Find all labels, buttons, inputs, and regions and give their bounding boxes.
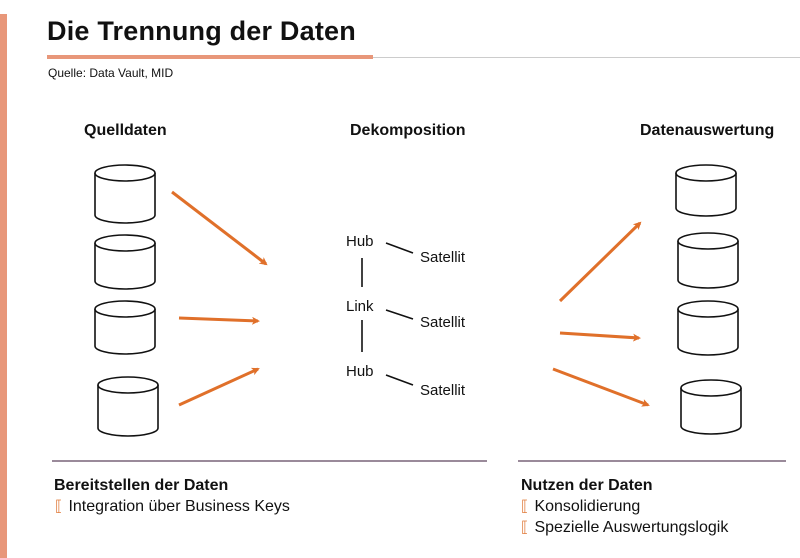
footer-title-provide: Bereitstellen der Daten [54,477,229,494]
node-link: Link [346,298,374,315]
bullet-item: ⟦ Integration über Business Keys [55,497,290,516]
database-icon-target-1 [675,164,737,217]
connector-link-satellite [385,309,414,320]
database-icon-target-2 [677,232,739,289]
accent-side-bar [0,14,7,558]
database-icon-source-4 [97,376,159,437]
database-icon-source-2 [94,234,156,290]
node-satellite-3: Satellit [420,382,466,399]
arrow-target-1 [558,221,642,303]
connector-hub2-satellite [385,374,414,386]
source-note: Quelle: Data Vault, MID [48,66,174,80]
bullet-text: Integration über Business Keys [68,498,290,515]
arrow-source-1 [171,190,268,266]
heading-decomposition: Dekomposition [350,122,466,139]
bullet-item: ⟦ Spezielle Auswertungslogik [521,518,728,537]
bullet-text: Spezielle Auswertungslogik [534,519,729,536]
database-icon-source-1 [94,164,156,224]
node-hub-1: Hub [346,233,374,250]
heading-data-analysis: Datenauswertung [640,122,775,139]
node-hub-2: Hub [346,363,374,380]
bullet-mark-icon: ⟦ [55,498,63,515]
footer-rule-left [52,460,487,462]
footer-rule-right [518,460,786,462]
arrow-source-3 [178,316,260,325]
node-satellite-2: Satellit [420,314,466,331]
arrow-target-3 [559,331,641,342]
bullet-text: Konsolidierung [534,498,641,515]
database-icon-target-4 [680,379,742,435]
title-underline [47,55,373,59]
bullet-item: ⟦ Konsolidierung [521,497,640,516]
node-satellite-1: Satellit [420,249,466,266]
connector-hub1-satellite [385,242,414,254]
heading-source-data: Quelldaten [84,122,167,139]
arrow-target-4 [552,367,650,407]
page-title: Die Trennung der Daten [47,16,356,46]
arrow-source-4 [178,367,260,407]
title-rule [373,57,800,58]
bullet-mark-icon: ⟦ [521,498,529,515]
database-icon-target-3 [677,300,739,356]
bullet-mark-icon: ⟦ [521,519,529,536]
database-icon-source-3 [94,300,156,355]
footer-title-use: Nutzen der Daten [521,477,653,494]
